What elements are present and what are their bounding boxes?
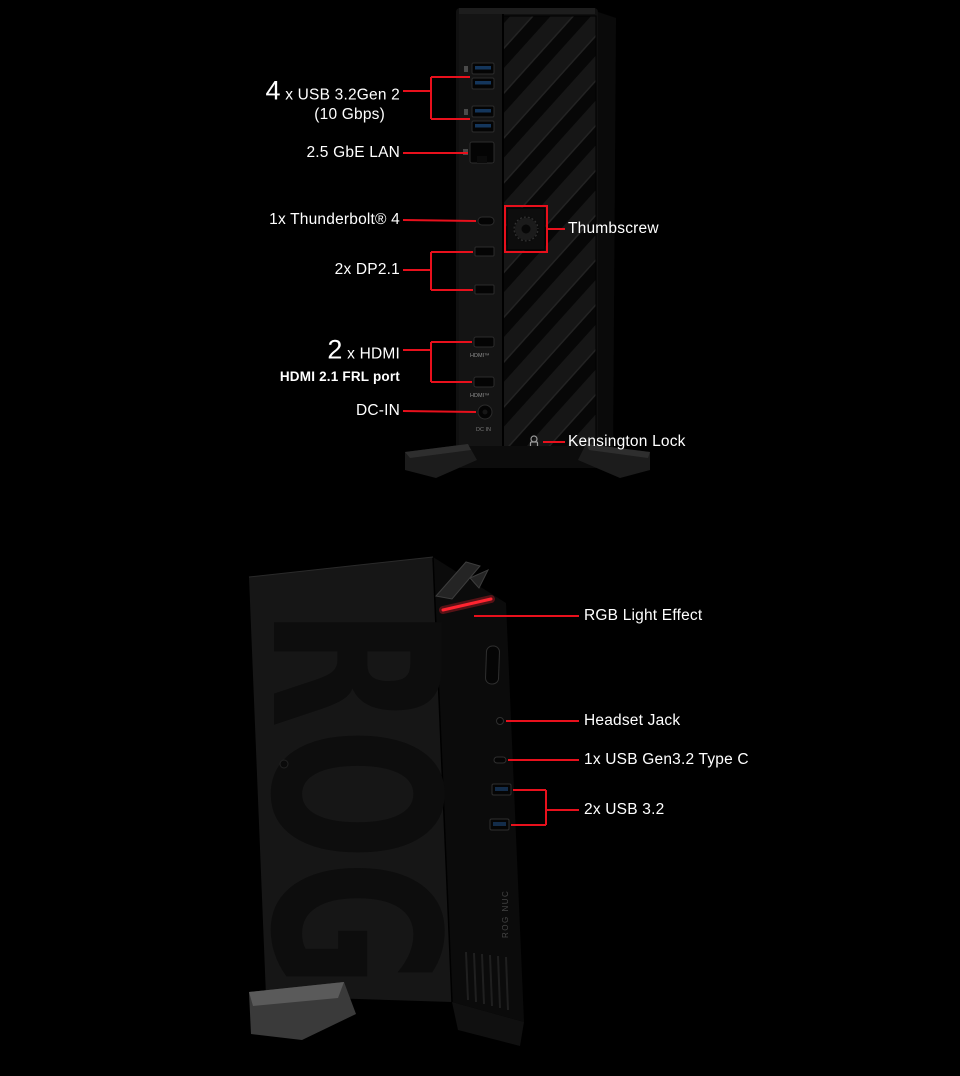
callout-label-usb: 4 x USB 3.2Gen 2 [265,75,400,106]
thumbscrew-knurl [513,216,539,242]
rear-device-side [596,12,616,462]
callout-label-thunderbolt: 1x Thunderbolt® 4 [269,211,400,229]
usb-tongue [475,81,491,85]
callout-label-dp: 2x DP2.1 [334,261,400,279]
front-side-ports [485,645,512,831]
hdmi-label-text: x HDMI [342,345,400,363]
rog-wordmark: ROG [219,608,486,988]
hdmi-count: 2 [327,334,343,365]
side-vent-slots [465,951,509,1011]
thunderbolt-callout-line [402,219,477,222]
side-label-text: ROG NUC [501,890,510,938]
front-top-edge [248,556,434,578]
dp-port [474,284,495,295]
front-device-face [249,557,452,1002]
front-device: ROG ROG NUC [219,556,524,1046]
callout-label-usbc: 1x USB Gen3.2 Type C [584,751,749,769]
front-edge [432,556,453,1003]
usb-tongue [495,787,508,791]
rear-device: HDMI™ HDMI™ DC IN [405,8,650,478]
front-screw [279,759,289,769]
dc-in-pin [482,409,488,415]
usb-count: 4 [265,75,281,106]
side-label-group: ROG NUC [501,890,510,938]
rgb-light-strip [441,597,493,612]
rog-eye-logo [435,561,490,600]
callout-label-usba: 2x USB 3.2 [584,801,665,819]
rear-device-top-edge [459,8,595,14]
dp-port [474,246,495,257]
callout-label-hdmi: 2 x HDMI [327,334,400,365]
usb-tongue [493,822,506,826]
front-device-side-panel [433,557,524,1022]
thunderbolt-port [477,216,495,226]
usb-c-port [493,756,507,764]
thumbscrew [506,207,546,251]
thumbscrew-center [521,224,531,234]
hdmi-port [473,336,495,348]
callout-label-kensington: Kensington Lock [568,433,686,451]
hdmi-marking: HDMI™ [470,393,490,399]
callout-label-thumbscrew: Thumbscrew [568,220,659,238]
rog-wordmark-text: ROG [219,608,486,988]
dc-marking: DC IN [476,427,491,433]
power-button [485,645,500,685]
dcin-callout-line [402,410,477,413]
callout-label-headset: Headset Jack [584,712,681,730]
rear-ports [469,62,495,420]
callout-label-usb-sub: (10 Gbps) [314,106,385,124]
headset-jack [496,717,504,725]
lan-notch [477,156,487,163]
hdmi-port [473,376,495,388]
callout-label-dcin: DC-IN [355,402,400,420]
rear-callout-lines [402,76,565,443]
usb-label-text: x USB 3.2Gen 2 [280,86,400,104]
usb-tongue [475,66,491,70]
callout-label-hdmi-sub: HDMI 2.1 FRL port [279,369,400,385]
hdmi-marking: HDMI™ [470,353,490,359]
callout-label-lan: 2.5 GbE LAN [306,144,400,162]
front-stand [249,982,524,1046]
usb-tongue [475,109,491,113]
rear-stand [405,444,650,478]
front-callout-lines [474,615,579,826]
usb-tongue [475,124,491,128]
callout-label-rgb: RGB Light Effect [584,607,703,625]
